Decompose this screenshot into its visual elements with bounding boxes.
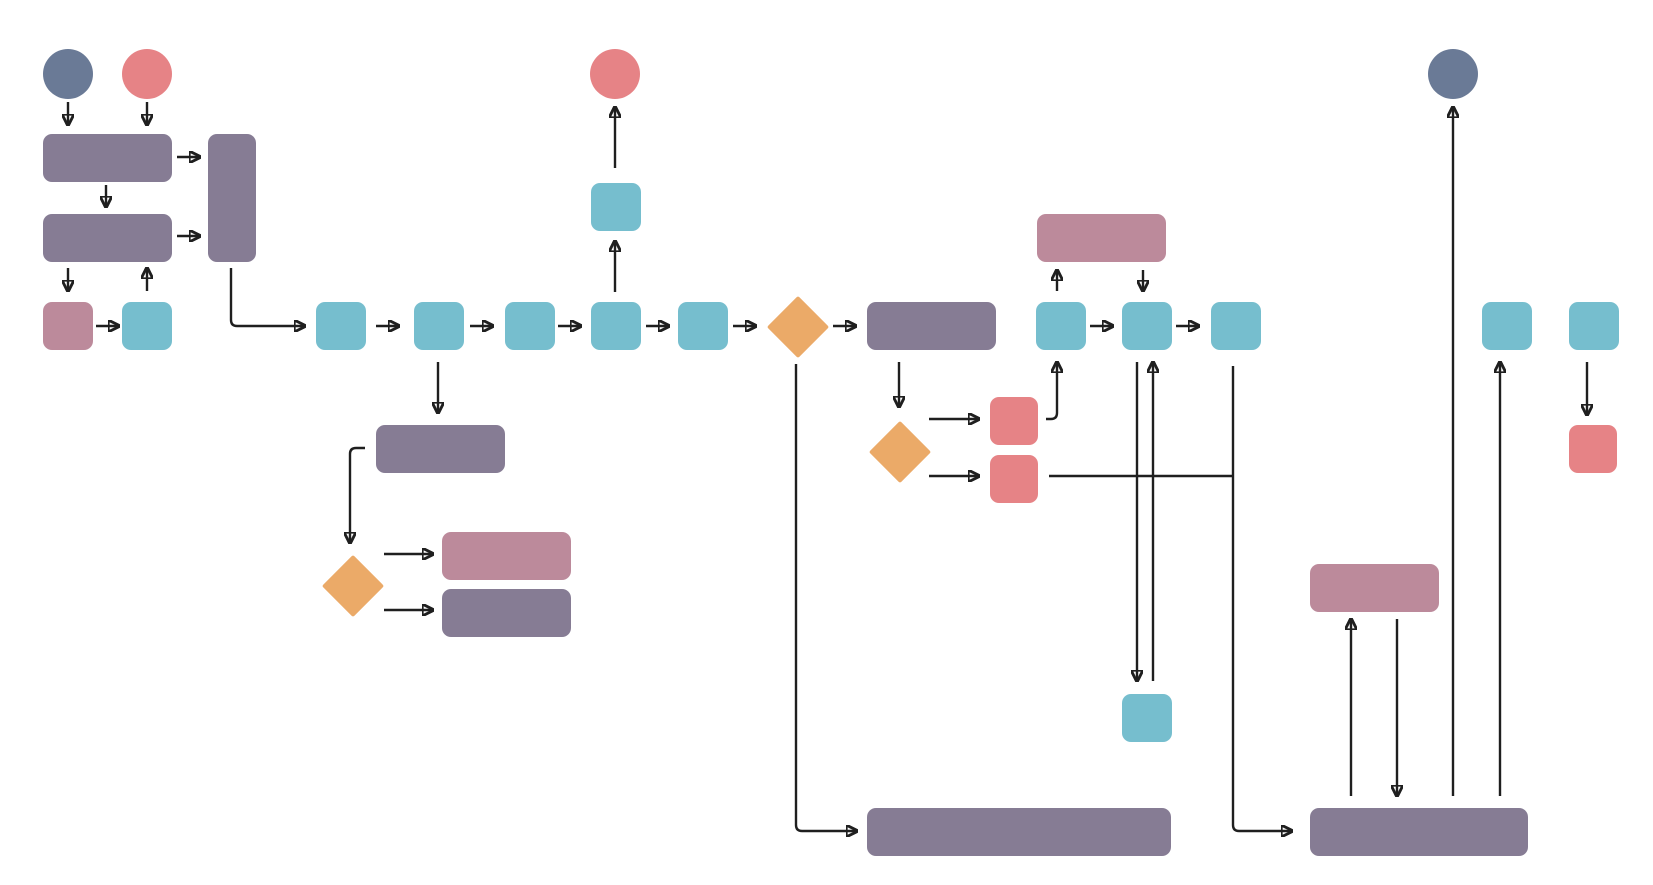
alert-box-2[interactable] [990,455,1038,503]
edge-p3-to-d2 [350,446,365,543]
task-box-6[interactable] [678,302,728,350]
edge-a1-to-t7 [1046,362,1057,421]
task-box-5[interactable] [591,302,641,350]
task-box-1[interactable] [122,302,172,350]
end-node-2[interactable] [1428,49,1478,99]
end-node-1[interactable] [590,49,640,99]
note-box-4[interactable] [1310,564,1439,612]
process-box-1[interactable] [43,134,172,182]
process-box-7[interactable] [1310,808,1528,856]
note-box-3[interactable] [1037,214,1166,262]
task-box-7[interactable] [1036,302,1086,350]
alert-box-1[interactable] [990,397,1038,445]
task-box-top[interactable] [591,183,641,231]
task-box-2[interactable] [316,302,366,350]
process-box-5[interactable] [442,589,571,637]
task-box-11[interactable] [1482,302,1532,350]
process-box-3[interactable] [376,425,505,473]
edge-tall-to-t2 [229,268,305,326]
task-box-8[interactable] [1122,302,1172,350]
task-box-12[interactable] [1569,302,1619,350]
task-box-10[interactable] [1122,694,1172,742]
task-box-3[interactable] [414,302,464,350]
task-box-4[interactable] [505,302,555,350]
note-box-2[interactable] [442,532,571,580]
process-box-6[interactable] [867,808,1171,856]
process-box-2[interactable] [43,214,172,262]
note-box-1[interactable] [43,302,93,350]
tall-process-box[interactable] [208,134,256,262]
process-box-4[interactable] [867,302,996,350]
task-box-9[interactable] [1211,302,1261,350]
start-node-1[interactable] [43,49,93,99]
edge-d1-to-p6 [794,364,857,831]
edge-t9-to-p7 [1231,366,1292,831]
start-node-2[interactable] [122,49,172,99]
alert-box-3[interactable] [1569,425,1617,473]
